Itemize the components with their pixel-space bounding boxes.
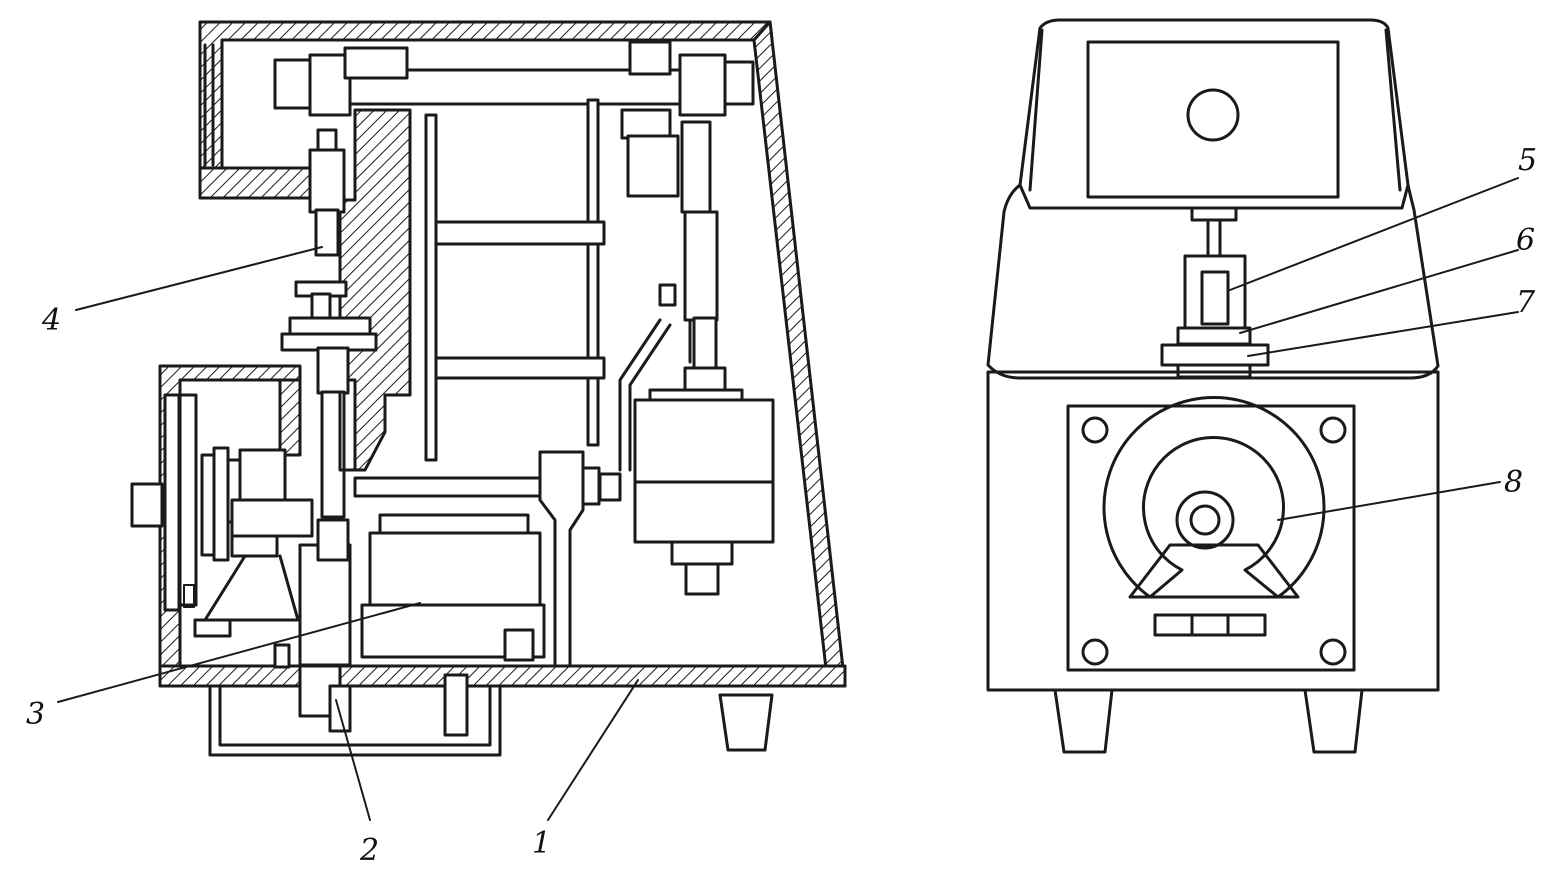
front-electrodes (1160, 206, 1270, 379)
indicator-lamp (1186, 88, 1240, 142)
leader-4 (75, 246, 323, 311)
leader-5 (1229, 177, 1519, 291)
head-edge-right (1384, 28, 1402, 192)
panel-screw-tr (1319, 416, 1347, 444)
callout-8: 8 (1504, 465, 1523, 500)
leader-7 (1247, 311, 1519, 357)
housing-walls (158, 20, 847, 688)
drive-link (353, 450, 622, 668)
callout-7: 7 (1516, 285, 1536, 320)
transformer (360, 513, 546, 662)
timer-mechanism (130, 393, 314, 638)
cross-bar-upper (434, 220, 606, 246)
leader-1 (547, 679, 639, 821)
head-edge-left (1028, 28, 1044, 192)
front-foot-right (1303, 688, 1364, 754)
timer-dial (1102, 396, 1326, 599)
callout-1: 1 (532, 826, 551, 861)
callout-5: 5 (1518, 143, 1537, 178)
front-view: 5 6 7 8 (986, 18, 1537, 754)
callout-2: 2 (359, 833, 379, 868)
cross-bar-lower (434, 356, 606, 380)
cross-section-view: 4 3 2 1 (26, 20, 847, 868)
panel-screw-tl (1081, 416, 1109, 444)
leader-6 (1239, 249, 1519, 334)
front-panel (1066, 404, 1356, 672)
callout-3: 3 (26, 697, 45, 732)
motor (618, 108, 775, 596)
guide-rod-right (586, 98, 600, 447)
front-body-lower (986, 370, 1440, 692)
upper-electrode-holder (308, 128, 346, 257)
panel-screw-br (1319, 638, 1347, 666)
leader-2 (335, 699, 371, 821)
base-tray (208, 673, 774, 757)
indicator-strip (1153, 613, 1267, 637)
callout-4: 4 (41, 303, 61, 338)
top-shaft (273, 40, 755, 117)
callout-6: 6 (1516, 223, 1535, 258)
panel-screw-bl (1081, 638, 1109, 666)
leader-8 (1277, 481, 1501, 521)
head-housing (1018, 18, 1410, 210)
lower-electrode-column (280, 280, 378, 519)
display-window (1086, 40, 1340, 199)
front-foot-left (1053, 688, 1114, 754)
leader-3 (57, 602, 421, 703)
guide-rod-left (424, 113, 438, 462)
